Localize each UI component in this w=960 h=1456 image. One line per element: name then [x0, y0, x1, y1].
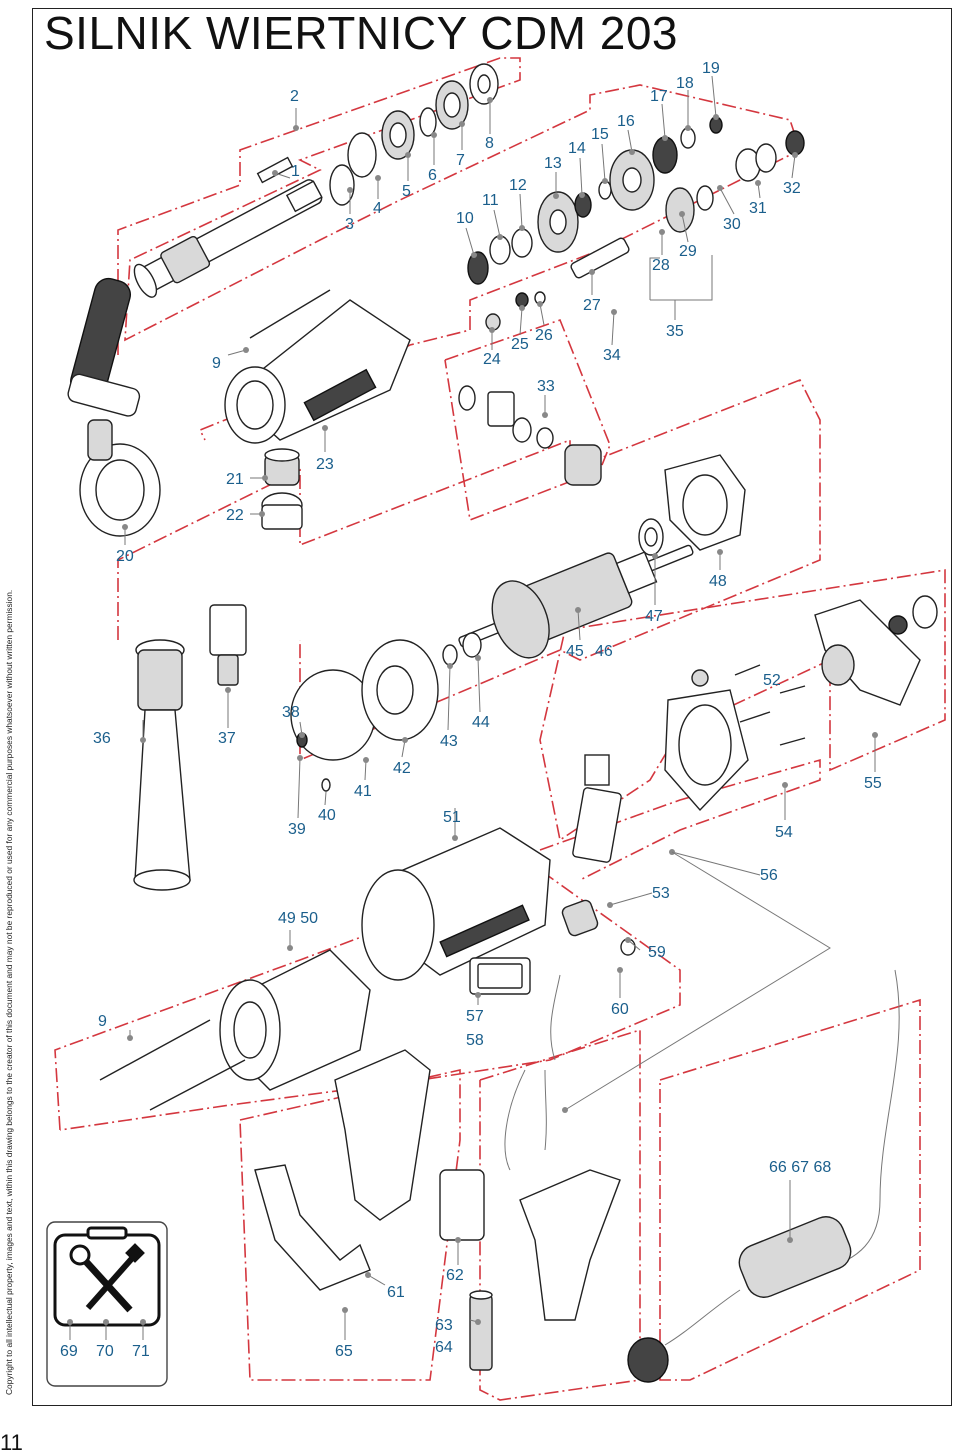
- part-label: 45: [566, 643, 584, 660]
- part-label: 34: [603, 347, 621, 364]
- part-label: 47: [645, 608, 663, 625]
- diagram-frame: [32, 8, 952, 1406]
- part-label: 20: [116, 548, 134, 565]
- part-labels: 1 2 3 4 5 6 7 8 9 10 11 12 13 14 15 16 1…: [60, 60, 882, 1360]
- armature: [458, 544, 694, 659]
- part-label: 6: [428, 167, 437, 184]
- part-label: 12: [509, 177, 527, 194]
- part-label: 28: [652, 257, 670, 274]
- page-title: SILNIK WIERTNICY CDM 203: [44, 7, 679, 59]
- part-label: 8: [485, 135, 494, 152]
- extension-tube: [133, 639, 191, 891]
- part-label: 36: [93, 730, 111, 747]
- part-label: 37: [218, 730, 236, 747]
- part-shapes: [46, 63, 938, 1387]
- part-label: 35: [666, 323, 684, 340]
- part-label: 11: [482, 192, 499, 209]
- part-label: 40: [318, 807, 336, 824]
- part-label: 38: [282, 704, 300, 721]
- part-label: 43: [440, 733, 458, 750]
- part-label: 54: [775, 824, 793, 841]
- part-label: 24: [483, 351, 501, 368]
- spindle-shaft: [133, 179, 323, 298]
- part-label: 27: [583, 297, 601, 314]
- part-label: 56: [760, 867, 778, 884]
- part-label: 18: [676, 75, 694, 92]
- part-label: 7: [456, 152, 465, 169]
- part-label: 15: [591, 126, 609, 143]
- part-label: 30: [723, 216, 741, 233]
- part-label: 65: [335, 1343, 353, 1360]
- part-label: 1: [291, 163, 300, 180]
- wrench-screwdriver-toolbox-icon: [46, 1221, 168, 1387]
- motor-housing: [361, 827, 551, 981]
- side-handle: [67, 277, 161, 537]
- leader-lines: [67, 75, 878, 1340]
- part-label: 64: [435, 1339, 453, 1356]
- part-label: 3: [345, 216, 354, 233]
- part-label: 69: [60, 1343, 78, 1360]
- part-label: 31: [749, 200, 767, 217]
- part-label: 63: [435, 1317, 453, 1334]
- part-label: 23: [316, 456, 334, 473]
- part-label: 9: [212, 355, 221, 372]
- part-label: 21: [226, 471, 244, 488]
- gear-housing: [224, 299, 411, 444]
- part-label: 22: [226, 507, 244, 524]
- part-label: 10: [456, 210, 474, 227]
- part-label: 25: [511, 336, 529, 353]
- part-label: 49 50: [278, 910, 318, 927]
- part-label: 13: [544, 155, 562, 172]
- part-label: 4: [373, 200, 382, 217]
- stator: [219, 949, 371, 1091]
- part-label: 60: [611, 1001, 629, 1018]
- part-label: 52: [763, 672, 781, 689]
- part-label: 62: [446, 1267, 464, 1284]
- part-label: 57: [466, 1008, 484, 1025]
- part-label: 46: [595, 643, 613, 660]
- part-label: 29: [679, 243, 697, 260]
- part-label: 66 67 68: [769, 1159, 831, 1176]
- part-label: 59: [648, 944, 666, 961]
- part-label: 55: [864, 775, 882, 792]
- part-label: 41: [354, 783, 372, 800]
- part-label: 44: [472, 714, 490, 731]
- part-label: 16: [617, 113, 635, 130]
- part-label: 5: [402, 183, 411, 200]
- part-label: 48: [709, 573, 727, 590]
- part-label: 53: [652, 885, 670, 902]
- part-label: 19: [702, 60, 720, 77]
- part-label: 71: [132, 1343, 150, 1360]
- part-label: 32: [783, 180, 801, 197]
- part-label: 9: [98, 1013, 107, 1030]
- part-label: 17: [650, 88, 668, 105]
- part-label: 39: [288, 821, 306, 838]
- part-label: 61: [387, 1284, 405, 1301]
- part-label: 51: [443, 809, 461, 826]
- part-label: 33: [537, 378, 555, 395]
- rear-handle: [254, 1049, 431, 1291]
- part-label: 14: [568, 140, 586, 157]
- part-label: 26: [535, 327, 553, 344]
- part-label: 70: [96, 1343, 114, 1360]
- part-label: 58: [466, 1032, 484, 1049]
- part-label: 42: [393, 760, 411, 777]
- part-label: 2: [290, 88, 299, 105]
- page-number: 11: [0, 1430, 23, 1455]
